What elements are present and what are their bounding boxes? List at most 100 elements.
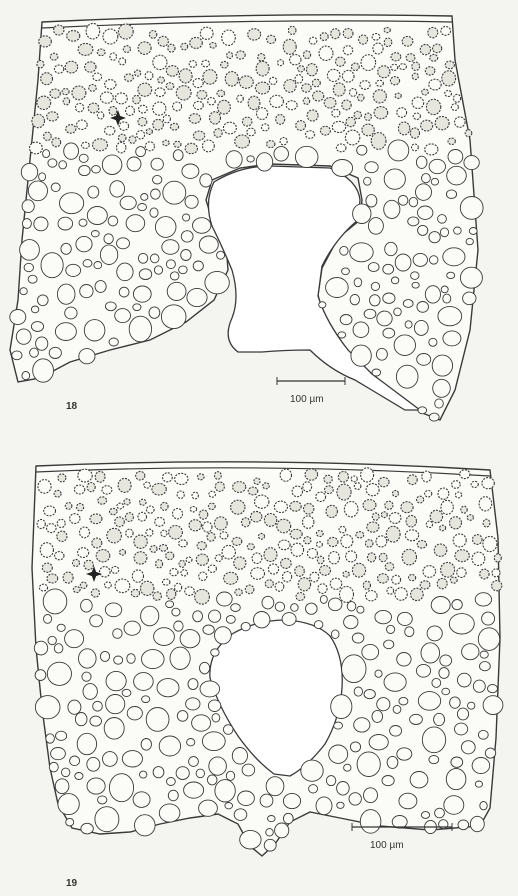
- plant-cell: [173, 102, 182, 111]
- plant-cell: [234, 809, 247, 821]
- plant-cell: [432, 355, 452, 376]
- plant-cell: [298, 66, 305, 72]
- plant-cell: [200, 662, 210, 674]
- plant-cell: [200, 174, 212, 187]
- plant-cell: [247, 156, 254, 162]
- plant-cell: [220, 532, 228, 539]
- plant-cell: [332, 109, 340, 117]
- plant-cell: [275, 602, 284, 611]
- plant-cell: [482, 478, 494, 489]
- plant-cell: [188, 679, 198, 690]
- plant-cell: [88, 186, 99, 198]
- plant-cell: [281, 558, 292, 568]
- plant-cell: [65, 307, 77, 319]
- plant-cell: [392, 575, 401, 584]
- plant-cell: [200, 27, 213, 39]
- plant-cell: [338, 332, 346, 338]
- plant-cell: [190, 507, 196, 512]
- plant-cell: [172, 608, 180, 616]
- plant-cell: [461, 506, 467, 513]
- plant-cell: [270, 95, 284, 107]
- plant-cell: [327, 69, 340, 81]
- plant-cell: [193, 218, 211, 234]
- plant-cell: [435, 399, 444, 408]
- plant-cell: [441, 500, 453, 514]
- plant-cell: [248, 96, 260, 109]
- plant-cell: [334, 722, 343, 729]
- plant-cell: [337, 484, 351, 500]
- plant-cell: [22, 372, 30, 380]
- plant-cell: [397, 748, 412, 760]
- plant-cell: [91, 589, 99, 597]
- plant-cell: [402, 549, 416, 565]
- plant-cell: [109, 774, 133, 802]
- plant-cell: [134, 673, 154, 691]
- plant-cell: [208, 700, 220, 712]
- plant-cell: [480, 569, 489, 579]
- plant-cell: [364, 788, 378, 803]
- plant-cell: [154, 266, 162, 274]
- plant-cell: [343, 571, 349, 577]
- plant-cell: [65, 503, 72, 510]
- plant-cell: [226, 151, 242, 168]
- plant-cell: [39, 584, 47, 591]
- plant-cell: [61, 768, 69, 777]
- plant-cell: [81, 599, 93, 612]
- plant-cell: [344, 502, 358, 517]
- plant-cell: [388, 140, 409, 161]
- plant-cell: [146, 129, 152, 135]
- plant-cell: [304, 504, 314, 515]
- plant-cell: [383, 328, 395, 338]
- plant-cell: [313, 91, 324, 101]
- plant-cell: [254, 478, 260, 484]
- plant-cell: [105, 302, 116, 311]
- plant-cell: [50, 53, 58, 60]
- plant-cell: [124, 621, 140, 635]
- plant-cell: [329, 552, 340, 564]
- plant-cell: [113, 629, 122, 639]
- plant-cell: [203, 140, 215, 152]
- plant-cell: [368, 218, 383, 235]
- plant-cell: [158, 77, 165, 83]
- plant-cell: [429, 413, 439, 421]
- plant-cell: [430, 54, 438, 61]
- plant-cell: [316, 542, 322, 547]
- plant-cell: [417, 541, 426, 549]
- plant-cell: [361, 468, 374, 482]
- plant-cell: [254, 612, 270, 628]
- plant-cell: [199, 572, 207, 580]
- plant-cell: [194, 101, 204, 109]
- plant-cell: [441, 562, 455, 577]
- plant-cell: [41, 253, 63, 278]
- plant-cell: [118, 24, 133, 39]
- figure-19: 19 100 µm: [0, 448, 518, 896]
- plant-cell: [460, 197, 483, 220]
- plant-cell: [93, 139, 108, 151]
- figure-18-label: 18: [66, 401, 77, 412]
- plant-cell: [433, 379, 451, 397]
- plant-cell: [342, 70, 354, 82]
- plant-cell: [458, 820, 469, 830]
- plant-cell: [63, 98, 69, 105]
- plant-cell: [461, 741, 475, 754]
- plant-cell: [70, 514, 80, 524]
- plant-cell: [296, 121, 306, 131]
- plant-cell: [409, 575, 416, 581]
- plant-cell: [120, 549, 126, 555]
- plant-cell: [137, 131, 145, 139]
- plant-cell: [49, 762, 58, 772]
- plant-cell: [268, 564, 278, 574]
- plant-cell: [91, 231, 99, 237]
- plant-cell: [473, 680, 485, 692]
- plant-cell: [169, 526, 183, 540]
- plant-cell: [383, 293, 395, 303]
- plant-cell: [473, 535, 483, 545]
- plant-cell: [429, 79, 441, 90]
- plant-cell: [429, 232, 440, 243]
- plant-cell: [266, 829, 274, 836]
- plant-cell: [215, 472, 222, 480]
- plant-cell: [416, 184, 432, 201]
- plant-cell: [195, 589, 210, 604]
- plant-cell: [22, 200, 34, 213]
- plant-cell: [406, 54, 415, 62]
